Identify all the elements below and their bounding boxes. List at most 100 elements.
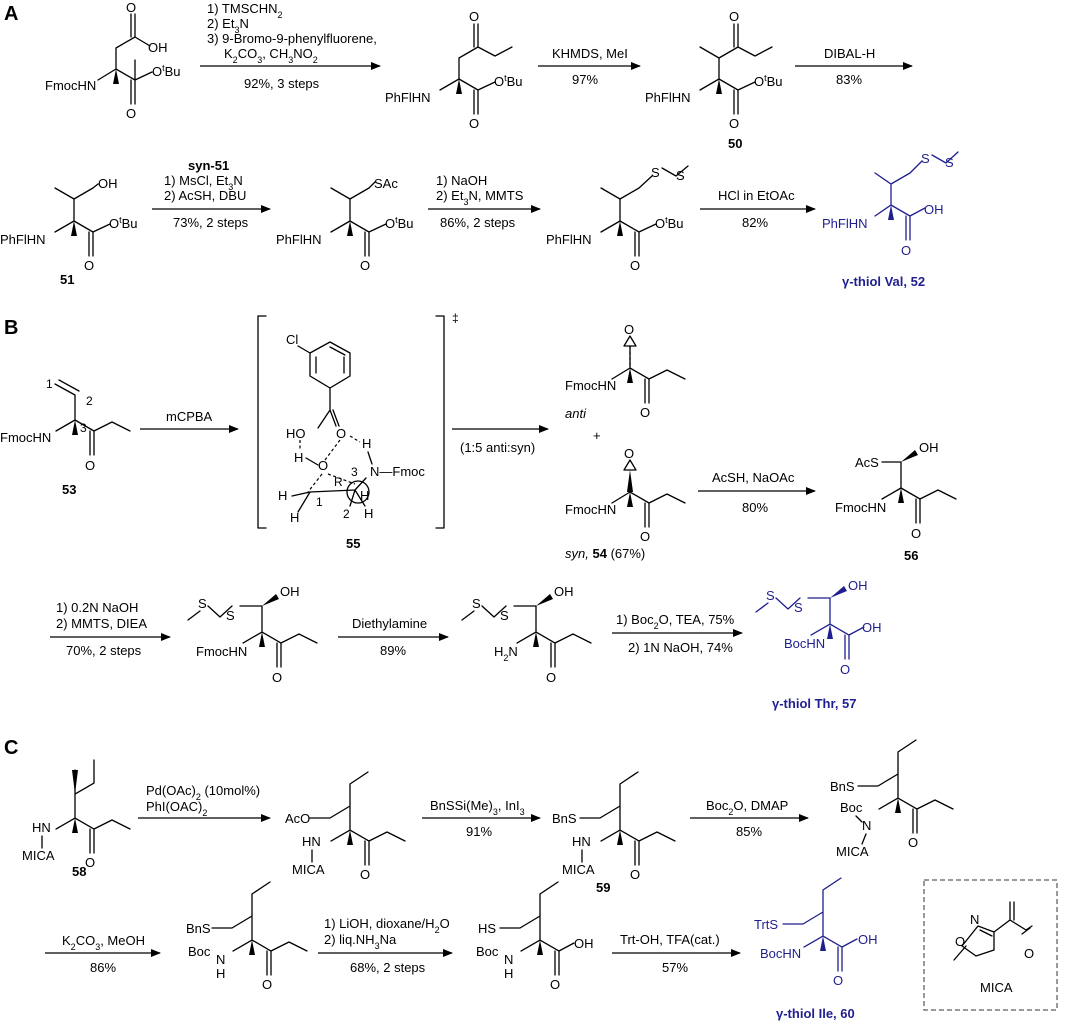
carbonyl-o: O bbox=[901, 243, 911, 258]
c1-reagent-2: PhI(OAC)2 bbox=[146, 799, 207, 818]
compound-label-57: γ-thiol Thr, 57 bbox=[772, 696, 857, 711]
hydrogen-label: H bbox=[364, 506, 373, 521]
compound-50: PhFlHN O O OtBu 50 bbox=[645, 9, 783, 151]
oh-label: OH bbox=[848, 578, 868, 593]
b4-reagent-2: 2) MMTS, DIEA bbox=[56, 616, 147, 631]
compound-label-60: γ-thiol Ile, 60 bbox=[776, 1006, 855, 1021]
carbonyl-o: O bbox=[640, 405, 650, 420]
otbu-label: OtBu bbox=[109, 215, 138, 231]
s-label: S bbox=[676, 168, 685, 183]
b3-reagent: AcSH, NaOAc bbox=[712, 470, 795, 485]
b6-reagent-1: 1) Boc2O, TEA, 75% bbox=[616, 612, 735, 631]
s-label: S bbox=[945, 155, 954, 170]
n-label: N bbox=[216, 952, 225, 967]
n-label: N bbox=[862, 818, 871, 833]
boc-label: Boc bbox=[840, 800, 863, 815]
bochn-label: BocHN bbox=[760, 946, 801, 961]
plus-sign: + bbox=[593, 428, 601, 443]
a4-reagent-1: 1) MsCl, Et3N bbox=[164, 173, 243, 192]
s-label: S bbox=[226, 608, 235, 623]
carbonyl-o: O bbox=[550, 977, 560, 992]
hydrogen-label: H bbox=[290, 510, 299, 525]
otbu-label: OtBu bbox=[494, 73, 523, 89]
b3-yield: 80% bbox=[742, 500, 768, 515]
compound-label-50: 50 bbox=[728, 136, 742, 151]
s-label: S bbox=[198, 596, 207, 611]
b1-reagent: mCPBA bbox=[166, 409, 213, 424]
n-label: N bbox=[504, 952, 513, 967]
fmochn-label: FmocHN bbox=[565, 378, 616, 393]
sac-label: SAc bbox=[374, 176, 398, 191]
compound-aco: AcO HN MICA O bbox=[285, 771, 406, 882]
carbonyl-o: O bbox=[360, 867, 370, 882]
compound-phfl-ester: PhFlHN O O OtBu bbox=[385, 9, 523, 131]
c5-yield: 68%, 2 steps bbox=[350, 960, 426, 975]
carbonyl-o: O bbox=[630, 258, 640, 273]
a2-reagent: KHMDS, MeI bbox=[552, 46, 628, 61]
a6-yield: 82% bbox=[742, 215, 768, 230]
a6-reagent: HCl in EtOAc bbox=[718, 188, 795, 203]
s-label: S bbox=[794, 600, 803, 615]
section-label-c: C bbox=[4, 737, 18, 759]
s-label: S bbox=[766, 588, 775, 603]
a5-reagent-1: 1) NaOH bbox=[436, 173, 487, 188]
oh-label: OH bbox=[554, 584, 574, 599]
r-label: R bbox=[334, 475, 343, 489]
carbonyl-o: O bbox=[729, 9, 739, 24]
a1-reagent-4: K2CO3, CH3NO2 bbox=[224, 46, 318, 65]
carbonyl-o: O bbox=[126, 106, 136, 121]
phflhn-label: PhFlHN bbox=[822, 216, 868, 231]
a4-reagent-2: 2) AcSH, DBU bbox=[164, 188, 246, 203]
atom-number-3: 3 bbox=[351, 465, 358, 479]
bns-label: BnS bbox=[552, 811, 577, 826]
c1-reagent-1: Pd(OAc)2 (10mol%) bbox=[146, 783, 260, 802]
fmochn-label: FmocHN bbox=[196, 644, 247, 659]
compound-label-53: 53 bbox=[62, 482, 76, 497]
compound-disulfide-otbu: PhFlHN S S O OtBu bbox=[546, 165, 689, 273]
chlorine-label: Cl bbox=[286, 332, 298, 347]
carbonyl-o: O bbox=[84, 258, 94, 273]
phflhn-label: PhFlHN bbox=[546, 232, 592, 247]
epoxide-o: O bbox=[624, 446, 634, 461]
a1-reagent-2: 2) Et3N bbox=[207, 16, 249, 35]
fmochn-label: FmocHN bbox=[565, 502, 616, 517]
mica-definition-box: O N O MICA bbox=[923, 879, 1058, 1011]
isoxazole-n: N bbox=[970, 912, 979, 927]
boc-label: Boc bbox=[188, 944, 211, 959]
hydrogen-label: H bbox=[360, 488, 369, 503]
compound-fmoc-asp: FmocHN OH O O OtBu bbox=[45, 0, 181, 121]
fmochn-label: FmocHN bbox=[835, 500, 886, 515]
aco-label: AcO bbox=[285, 811, 310, 826]
a4-yield: 73%, 2 steps bbox=[173, 215, 249, 230]
c4-reagent: K2CO3, MeOH bbox=[62, 933, 145, 952]
carbonyl-o: O bbox=[911, 526, 921, 541]
oh-label: OH bbox=[574, 936, 594, 951]
atom-number-1: 1 bbox=[316, 495, 323, 509]
oh-label: OH bbox=[280, 584, 300, 599]
oxygen-label: O bbox=[318, 458, 328, 473]
mica-label: MICA bbox=[22, 848, 55, 863]
fmochn-label: FmocHN bbox=[0, 430, 51, 445]
carbonyl-o: O bbox=[630, 867, 640, 882]
b2-ratio: (1:5 anti:syn) bbox=[460, 440, 535, 455]
bns-label: BnS bbox=[186, 921, 211, 936]
oh-label: OH bbox=[98, 176, 118, 191]
compound-hs-acid: HS Boc N H OH O bbox=[476, 881, 594, 992]
a5-reagent-2: 2) Et3N, MMTS bbox=[436, 188, 524, 207]
a1-yield: 92%, 3 steps bbox=[244, 76, 320, 91]
compound-label-55: 55 bbox=[346, 536, 360, 551]
otbu-label: OtBu bbox=[655, 215, 684, 231]
mica-label: MICA bbox=[836, 844, 869, 859]
phflhn-label: PhFlHN bbox=[276, 232, 322, 247]
h2n-label: H2N bbox=[494, 644, 518, 663]
carbonyl-o: O bbox=[729, 116, 739, 131]
carbonyl-o: O bbox=[272, 670, 282, 685]
carbonyl-o: O bbox=[546, 670, 556, 685]
phflhn-label: PhFlHN bbox=[0, 232, 46, 247]
a4-title: syn-51 bbox=[188, 158, 229, 173]
compound-59: BnS HN MICA O 59 bbox=[552, 771, 676, 895]
atom-number-2: 2 bbox=[86, 394, 93, 408]
compound-54: FmocHN O O syn, 54 (67%) bbox=[565, 446, 686, 561]
mica-label: MICA bbox=[292, 862, 325, 877]
